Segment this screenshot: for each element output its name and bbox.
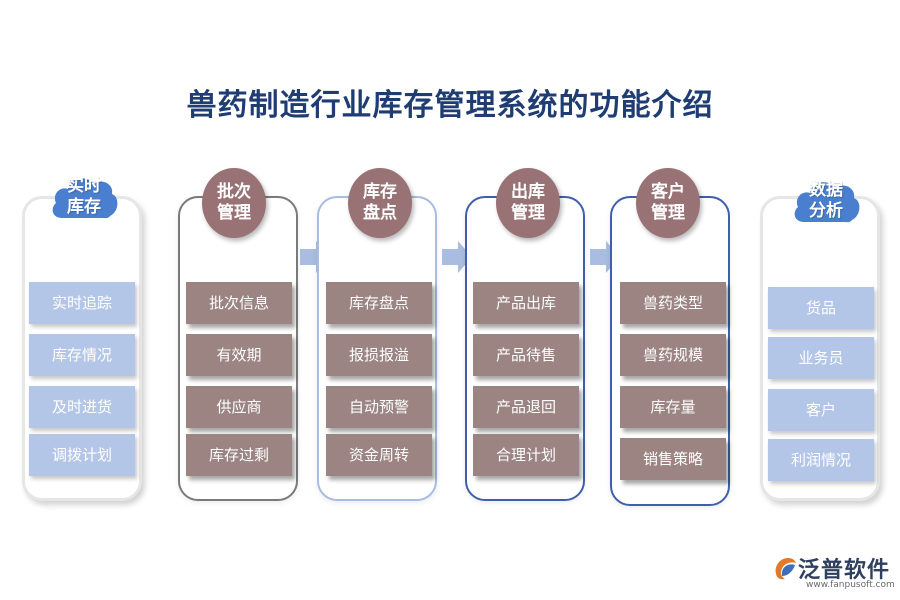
- list-item: 合理计划: [473, 434, 579, 476]
- list-item: 库存量: [620, 386, 726, 428]
- column-header-label: 批次 管理: [217, 182, 251, 223]
- column-header-label: 库存 盘点: [363, 182, 397, 223]
- list-item: 兽药规模: [620, 334, 726, 376]
- list-item: 资金周转: [326, 434, 432, 476]
- column-header-label: 数据 分析: [809, 180, 843, 221]
- column-header-customer-management: 客户 管理: [636, 168, 700, 238]
- list-item: 有效期: [186, 334, 292, 376]
- list-item: 库存过剩: [186, 434, 292, 476]
- column-header-label: 出库 管理: [511, 182, 545, 223]
- list-item: 产品待售: [473, 334, 579, 376]
- column-header-data-analysis: 数据 分析: [790, 176, 862, 226]
- list-item: 兽药类型: [620, 282, 726, 324]
- list-item: 供应商: [186, 386, 292, 428]
- column-header-label: 实时 库存: [67, 176, 101, 217]
- arrow-right-icon: [442, 241, 472, 273]
- list-item: 客户: [768, 389, 874, 431]
- list-item: 库存情况: [29, 334, 135, 376]
- logo-url: www.fanpusoft.com: [806, 580, 895, 590]
- logo-name: 泛普软件: [798, 558, 891, 583]
- list-item: 调拨计划: [29, 434, 135, 476]
- list-item: 业务员: [768, 337, 874, 379]
- list-item: 实时追踪: [29, 282, 135, 324]
- list-item: 产品出库: [473, 282, 579, 324]
- list-item: 库存盘点: [326, 282, 432, 324]
- cloud-icon: [52, 178, 118, 219]
- list-item: 及时进货: [29, 386, 135, 428]
- list-item: 销售策略: [620, 438, 726, 480]
- cloud-icon: [794, 182, 860, 223]
- list-item: 货品: [768, 287, 874, 329]
- list-item: 利润情况: [768, 439, 874, 481]
- column-header-label: 客户 管理: [651, 182, 685, 223]
- list-item: 报损报溢: [326, 334, 432, 376]
- list-item: 自动预警: [326, 386, 432, 428]
- column-header-inventory-check: 库存 盘点: [348, 168, 412, 238]
- column-header-realtime-inventory: 实时 库存: [48, 172, 120, 222]
- column-header-outbound-management: 出库 管理: [496, 168, 560, 238]
- fanpu-logo-icon: [775, 558, 796, 580]
- list-item: 批次信息: [186, 282, 292, 324]
- page-title: 兽药制造行业库存管理系统的功能介绍: [186, 88, 714, 123]
- column-header-batch-management: 批次 管理: [202, 168, 266, 238]
- list-item: 产品退回: [473, 386, 579, 428]
- fanpu-logo: 泛普软件 www.fanpusoft.com: [772, 552, 895, 594]
